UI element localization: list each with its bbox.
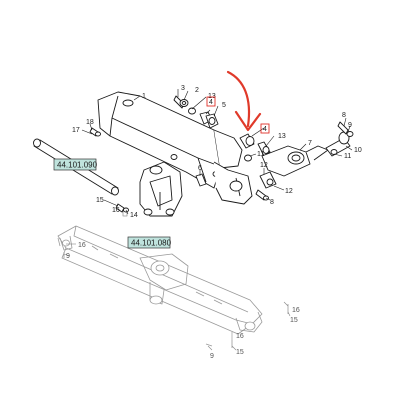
red-pointer-arrow xyxy=(226,70,262,132)
callout-8b: 8 xyxy=(270,199,274,206)
reference-code-lower: 44.101.080 xyxy=(127,236,172,249)
callout-1: 1 xyxy=(142,93,146,100)
callout-11b: 11 xyxy=(344,153,351,160)
callout-16c: 16 xyxy=(292,307,300,314)
highlight-box-4a xyxy=(206,96,216,107)
reference-code-upper: 44.101.090 xyxy=(53,158,98,171)
callout-15c: 15 xyxy=(236,349,244,356)
callout-16: 16 xyxy=(112,207,120,214)
callout-16b: 16 xyxy=(78,242,86,249)
reference-code-lower-text: 44.101.080 xyxy=(131,239,172,248)
callout-15a: 15 xyxy=(96,197,104,204)
callout-11a: 11 xyxy=(257,151,264,158)
leader-lines xyxy=(63,89,353,351)
callout-15b: 15 xyxy=(290,317,298,324)
callout-2: 2 xyxy=(195,87,199,94)
callout-4a: 4 xyxy=(209,99,213,106)
callout-numbers: 1 2 3 13 5 6 13 11 7 8 9 10 11 12 12 8 1… xyxy=(66,85,362,360)
callout-17: 17 xyxy=(72,127,80,134)
callout-13b: 13 xyxy=(278,133,286,140)
highlight-box-4b xyxy=(260,123,270,134)
callout-3: 3 xyxy=(181,85,185,92)
callout-8a: 8 xyxy=(342,112,346,119)
reference-code-upper-text: 44.101.090 xyxy=(57,161,98,170)
callout-12-label: 12 xyxy=(285,188,293,195)
callout-9a: 9 xyxy=(348,122,352,129)
lower-axle-beam xyxy=(57,225,263,335)
callout-9c: 9 xyxy=(210,353,214,360)
callout-16d: 16 xyxy=(236,333,244,340)
callout-7: 7 xyxy=(308,140,312,147)
callout-6: 6 xyxy=(198,165,202,172)
callout-5: 5 xyxy=(222,102,226,109)
callout-13a: 13 xyxy=(208,93,216,100)
callout-9b: 9 xyxy=(66,253,70,260)
callout-18: 18 xyxy=(86,119,94,126)
highlighted-callouts: 4 4 xyxy=(206,96,270,134)
main-beam xyxy=(97,91,253,217)
callout-14: 14 xyxy=(130,212,138,219)
callout-12: 12 xyxy=(260,162,268,169)
callout-4b: 4 xyxy=(263,126,267,133)
callout-10: 10 xyxy=(354,147,362,154)
